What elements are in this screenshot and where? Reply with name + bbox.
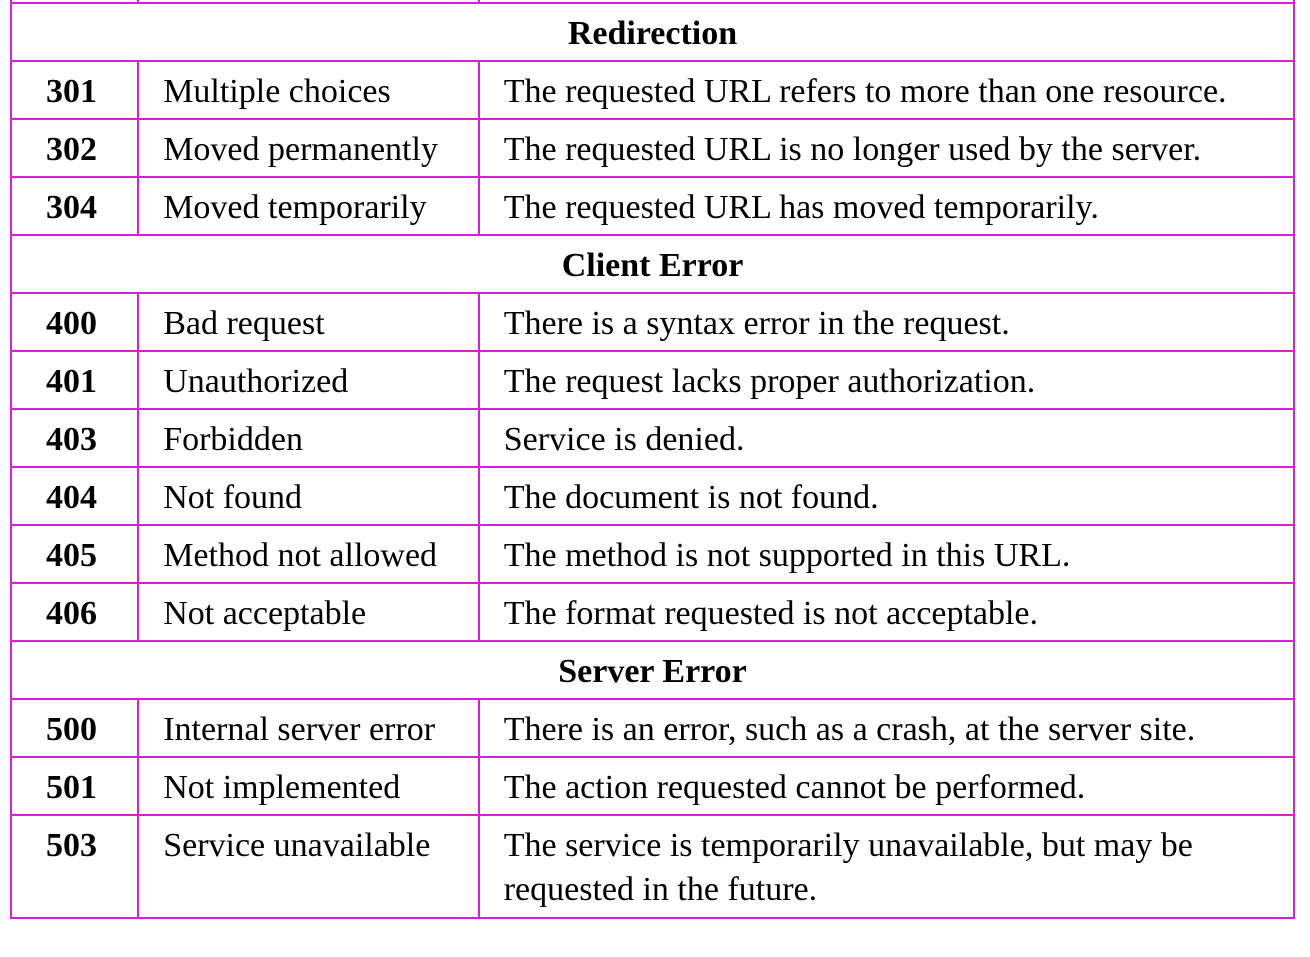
status-code: 404 [9,466,140,526]
http-status-code-table: Redirection 301 Multiple choices The req… [9,0,1296,919]
table-row: 400 Bad request There is a syntax error … [9,292,1296,352]
status-phrase: Service unavailable [137,814,480,919]
status-description: The request lacks proper authorization. [477,350,1296,410]
status-description: The requested URL is no longer used by t… [477,118,1296,178]
status-code: 401 [9,350,140,410]
status-description: The action requested cannot be performed… [477,756,1296,816]
status-phrase: Unauthorized [137,350,480,410]
section-header-row: Client Error [10,234,1295,294]
table-row: 503 Service unavailable The service is t… [9,814,1296,919]
status-phrase: Moved temporarily [137,176,480,236]
status-phrase: Not implemented [137,756,480,816]
section-title: Server Error [10,640,1295,700]
status-description: The format requested is not acceptable. [477,582,1296,642]
status-code: 301 [9,60,140,120]
table-row: 401 Unauthorized The request lacks prope… [9,350,1296,410]
status-phrase: Internal server error [137,698,480,758]
status-description: The requested URL refers to more than on… [477,60,1296,120]
status-phrase: Forbidden [137,408,480,468]
status-code: 406 [9,582,140,642]
section-title: Redirection [10,2,1295,62]
status-code: 500 [9,698,140,758]
table-row: 404 Not found The document is not found. [9,466,1296,526]
continuation-cell [477,0,1296,4]
status-description: Service is denied. [477,408,1296,468]
status-code: 405 [9,524,140,584]
section-header-row: Server Error [10,640,1295,700]
table-row: 301 Multiple choices The requested URL r… [9,60,1296,120]
status-phrase: Bad request [137,292,480,352]
status-phrase: Not acceptable [137,582,480,642]
status-phrase: Method not allowed [137,524,480,584]
status-description: The document is not found. [477,466,1296,526]
status-phrase: Not found [137,466,480,526]
status-description: The service is temporarily unavailable, … [477,814,1296,919]
table-row: 405 Method not allowed The method is not… [9,524,1296,584]
table-row: 302 Moved permanently The requested URL … [9,118,1296,178]
status-code: 302 [9,118,140,178]
table-row: 304 Moved temporarily The requested URL … [9,176,1296,236]
table-row: 406 Not acceptable The format requested … [9,582,1296,642]
table-row: 403 Forbidden Service is denied. [9,408,1296,468]
status-description: The method is not supported in this URL. [477,524,1296,584]
status-description: There is an error, such as a crash, at t… [477,698,1296,758]
table-body: Redirection 301 Multiple choices The req… [9,0,1296,919]
status-description: There is a syntax error in the request. [477,292,1296,352]
continuation-cell [137,0,480,4]
section-title: Client Error [10,234,1295,294]
status-code: 304 [9,176,140,236]
status-code: 503 [9,814,140,919]
table-row: 500 Internal server error There is an er… [9,698,1296,758]
section-header-row: Redirection [10,2,1295,62]
status-code: 400 [9,292,140,352]
status-description: The requested URL has moved temporarily. [477,176,1296,236]
status-code: 501 [9,756,140,816]
status-phrase: Multiple choices [137,60,480,120]
status-phrase: Moved permanently [137,118,480,178]
table-top-continuation [9,0,1296,4]
table-row: 501 Not implemented The action requested… [9,756,1296,816]
status-code: 403 [9,408,140,468]
continuation-cell [9,0,140,4]
